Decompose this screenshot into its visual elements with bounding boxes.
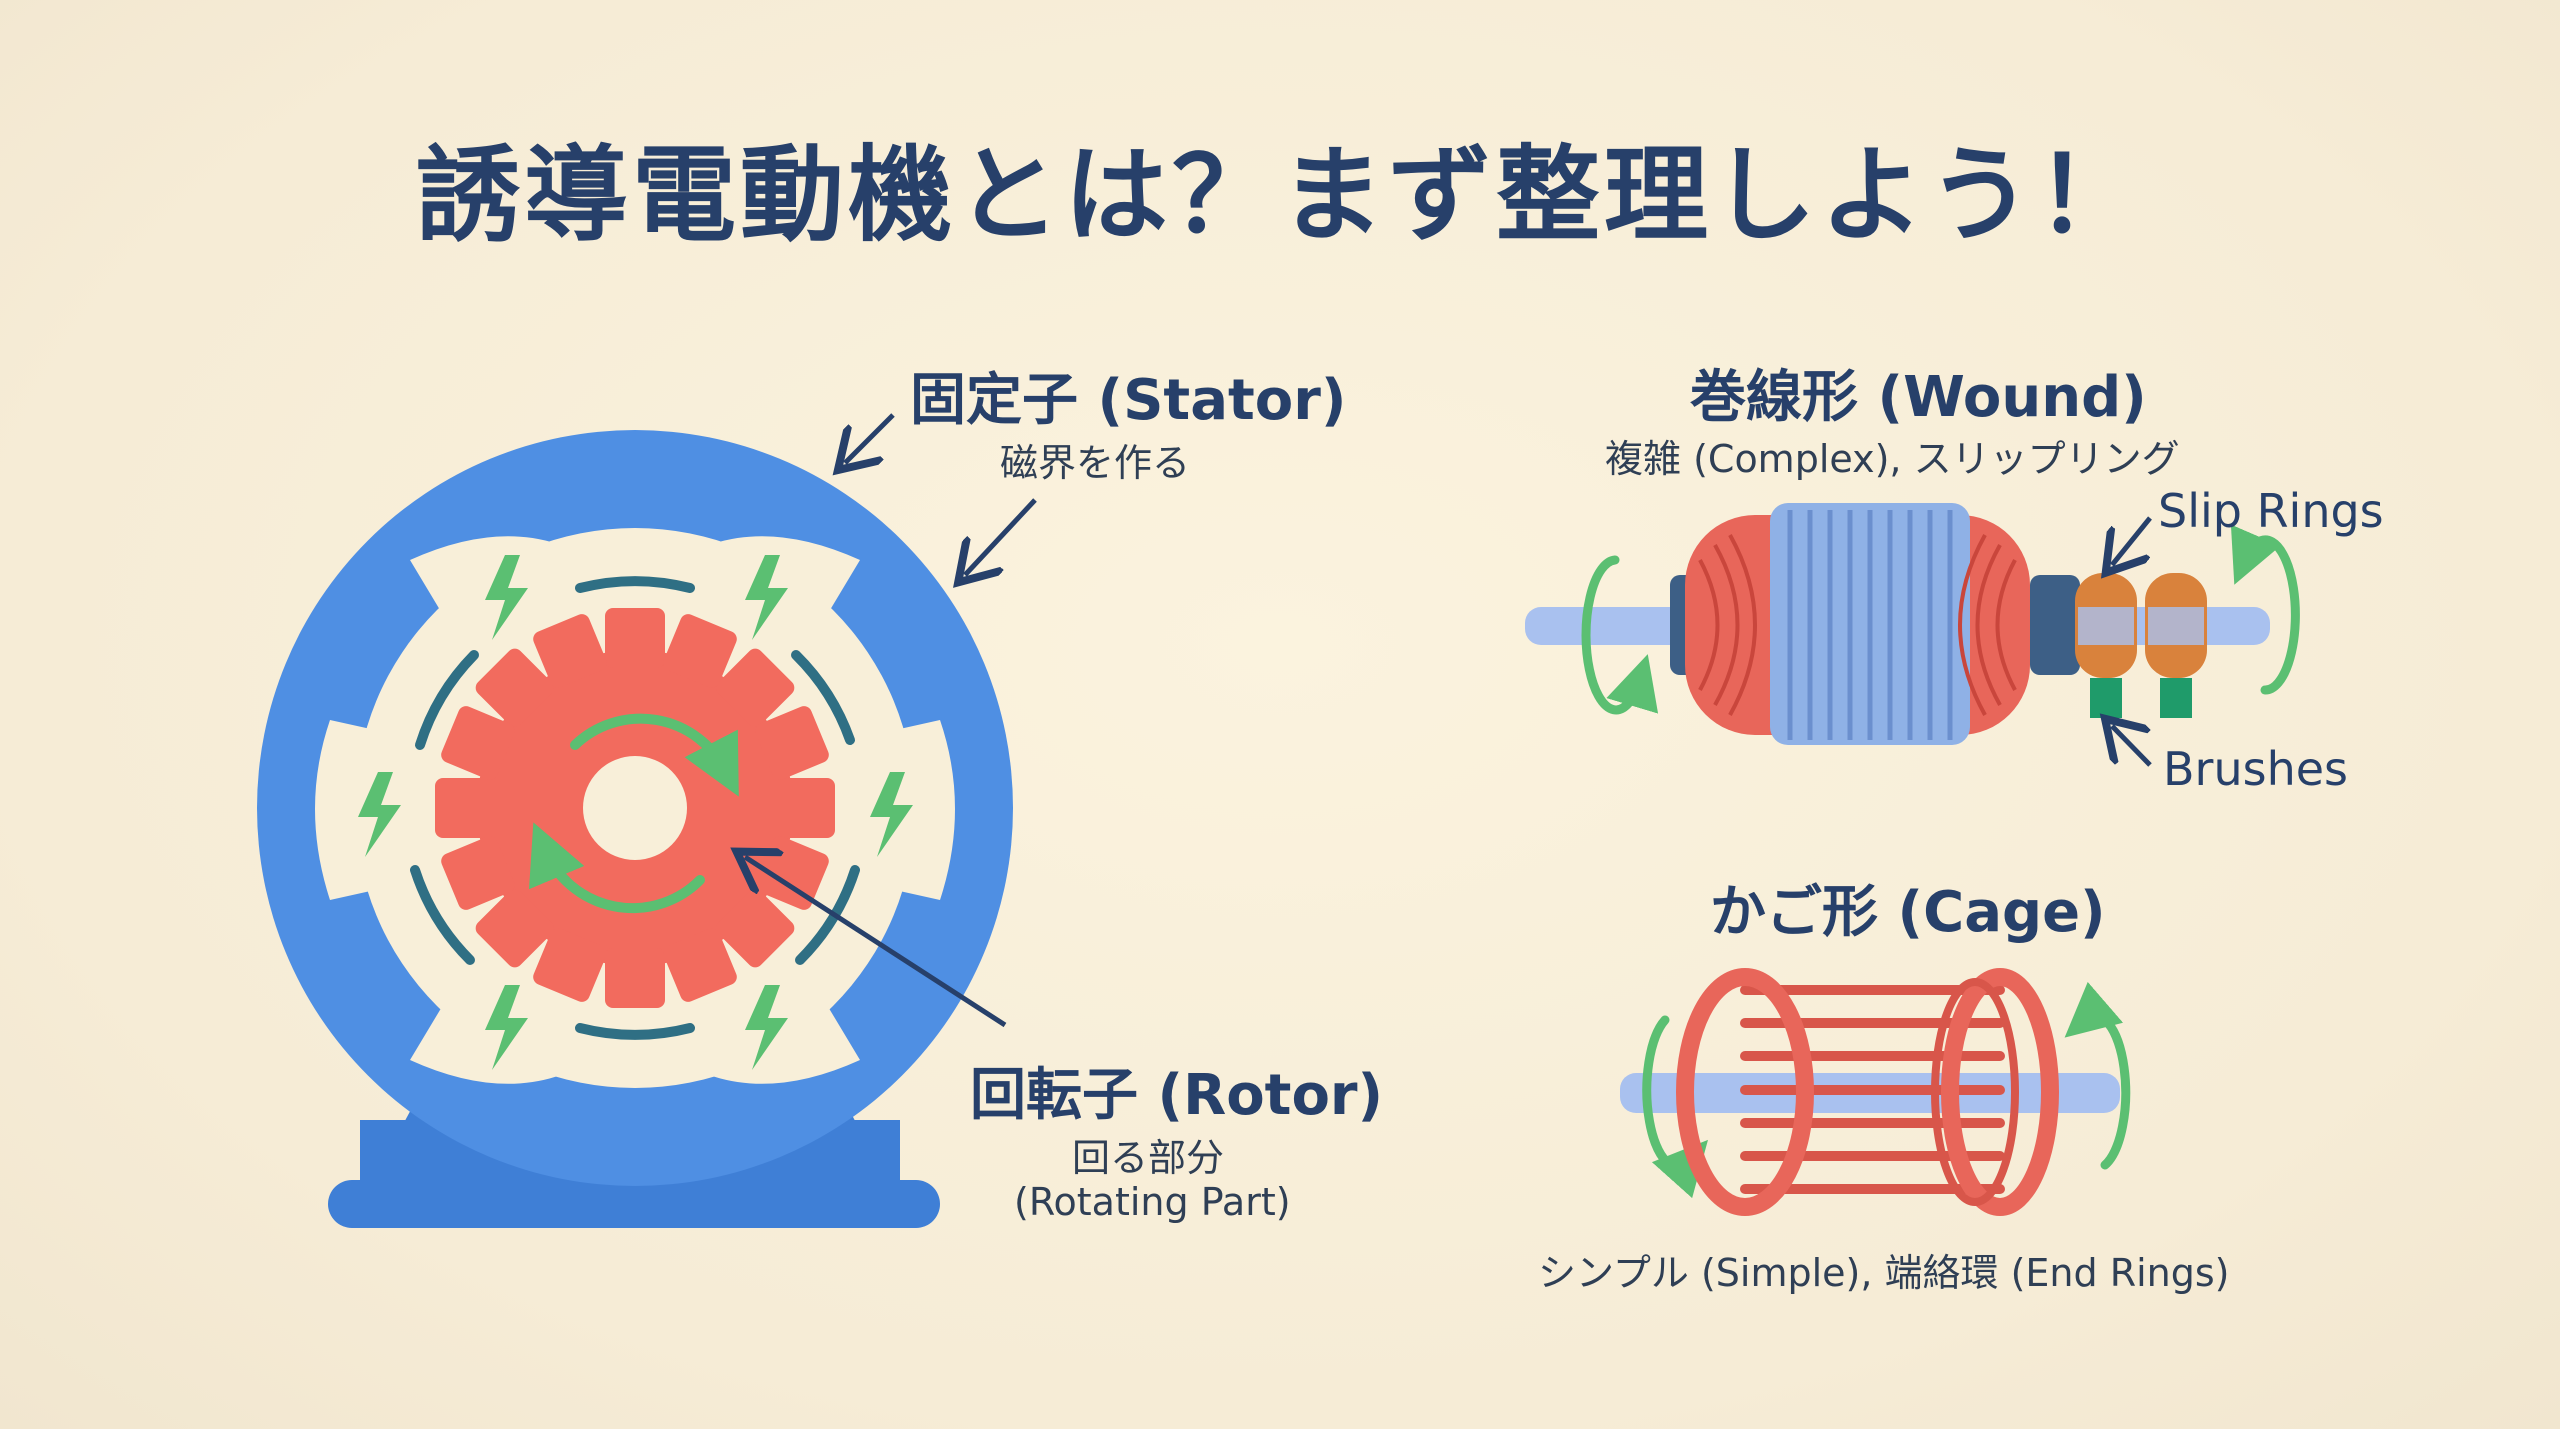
wound-label: 巻線形 (Wound) [1690, 365, 2147, 430]
rotor-sub-label-en: (Rotating Part) [1014, 1180, 1291, 1224]
rotor-arrow-icon [745, 857, 1007, 1028]
stator-sub-label: 磁界を作る [1000, 441, 1191, 485]
rotation-arrow-icon [2064, 981, 2131, 1170]
wound-rotor-diagram [1525, 503, 2300, 767]
lightning-icon [485, 555, 528, 640]
rotation-arrow-icon [1642, 1015, 1709, 1199]
stator-arrow-icon [965, 498, 1037, 575]
brushes-label: Brushes [2163, 742, 2349, 796]
end-ring [1676, 968, 1814, 1216]
end-ring [1941, 968, 2059, 1216]
lightning-icon [485, 985, 528, 1070]
rotor-label: 回転子 (Rotor) [970, 1063, 1384, 1128]
rotor-sub-label: 回る部分 [1072, 1136, 1225, 1180]
lightning-icon [358, 772, 401, 857]
cage-rotor-diagram [1620, 968, 2131, 1216]
brushes-arrow-icon [2112, 726, 2152, 767]
stator-windings [410, 576, 860, 1040]
stator-arrow-icon [845, 413, 895, 463]
brush [2090, 678, 2122, 718]
slip-rings-label: Slip Rings [2158, 484, 2384, 538]
cage-label: かご形 (Cage) [1710, 880, 2106, 945]
rotation-arrow-icon [2230, 524, 2300, 695]
slip-rings-arrow-icon [2112, 516, 2152, 565]
brush [2160, 678, 2192, 718]
cage-sub-label: シンプル (Simple), 端絡環 (End Rings) [1538, 1251, 2230, 1295]
lightning-icons [358, 555, 913, 1070]
lightning-icon [870, 772, 913, 857]
stator-label: 固定子 (Stator) [910, 368, 1347, 433]
wound-sub-label: 複雑 (Complex), スリップリング [1605, 437, 2180, 481]
rotation-arrow-icon [1581, 555, 1659, 715]
rotor-hub [583, 756, 687, 860]
page-title: 誘導電動機とは？まず整理しよう！ [415, 134, 2144, 256]
lightning-icon [745, 985, 788, 1070]
rotation-arrow-icon [529, 713, 739, 914]
lightning-icon [745, 555, 788, 640]
